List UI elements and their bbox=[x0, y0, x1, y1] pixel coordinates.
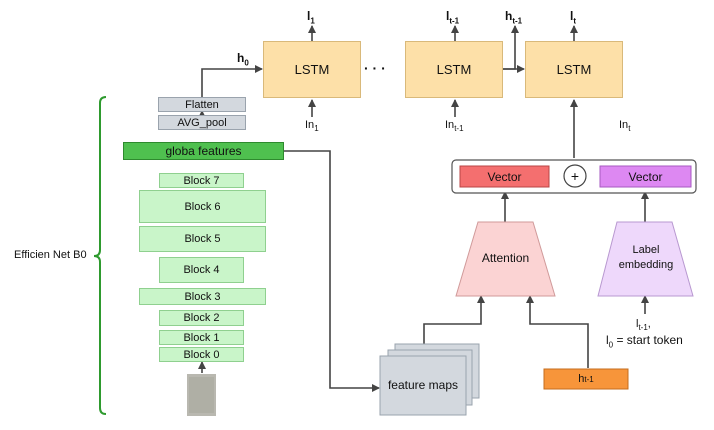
backbone-label: Efficien Net B0 bbox=[14, 249, 87, 261]
arrow-flatten-to-lstm1 bbox=[201, 65, 263, 97]
arrow-featuremaps-to-attention bbox=[423, 295, 485, 356]
flatten-box: Flatten bbox=[158, 97, 246, 112]
lstm-cell-t: LSTM bbox=[525, 41, 623, 98]
block-3: Block 3 bbox=[139, 288, 266, 305]
attention-label: Attention bbox=[481, 251, 530, 265]
h0-label: h0 bbox=[237, 51, 249, 68]
vector-right-label: Vector bbox=[628, 169, 663, 184]
vector-left-label: Vector bbox=[487, 169, 522, 184]
backbone-brace bbox=[93, 96, 107, 415]
block-1: Block 1 bbox=[159, 330, 244, 345]
input-image-texture bbox=[189, 377, 214, 413]
arrow-lstm2-to-ht1 bbox=[503, 25, 519, 70]
lstm-cell-t-1: LSTM bbox=[405, 41, 503, 98]
arrow-global-to-featuremaps bbox=[284, 150, 380, 392]
arrow-hidden-to-attention bbox=[526, 295, 589, 368]
lstm-ellipsis: · · · bbox=[364, 60, 386, 76]
input-in-t-1: Int-1 bbox=[445, 119, 464, 134]
label-embedding-trapezoid bbox=[597, 221, 694, 297]
lstm-cell-1: LSTM bbox=[263, 41, 361, 98]
plus-circle bbox=[563, 164, 587, 188]
label-embedding-label: Label embedding bbox=[618, 244, 674, 271]
block-2: Block 2 bbox=[159, 310, 244, 326]
feature-maps-label: feature maps bbox=[387, 378, 459, 392]
output-l1: l1 bbox=[307, 9, 315, 26]
output-ht-1: ht-1 bbox=[505, 9, 523, 26]
vector-left-box bbox=[459, 165, 550, 188]
vector-right-box bbox=[599, 165, 692, 188]
block-4: Block 4 bbox=[159, 257, 244, 283]
label-input-line2: l0 = start token bbox=[606, 333, 683, 350]
block-6: Block 6 bbox=[139, 190, 266, 223]
attention-trapezoid bbox=[455, 221, 556, 297]
output-lt: lt bbox=[570, 9, 577, 26]
global-features-box: globa features bbox=[123, 142, 284, 160]
hidden-state-box bbox=[543, 368, 629, 390]
avg-pool-box: AVG_pool bbox=[158, 115, 246, 130]
feature-map-front bbox=[379, 355, 467, 416]
block-0: Block 0 bbox=[159, 347, 244, 362]
plus-label: + bbox=[570, 168, 580, 184]
input-in-t: Int bbox=[619, 119, 631, 134]
output-lt-1: lt-1 bbox=[446, 9, 460, 26]
block-5: Block 5 bbox=[139, 226, 266, 252]
block-7: Block 7 bbox=[159, 173, 244, 188]
label-input-line1: lt-1, bbox=[636, 318, 651, 333]
input-in1: In1 bbox=[305, 119, 319, 134]
